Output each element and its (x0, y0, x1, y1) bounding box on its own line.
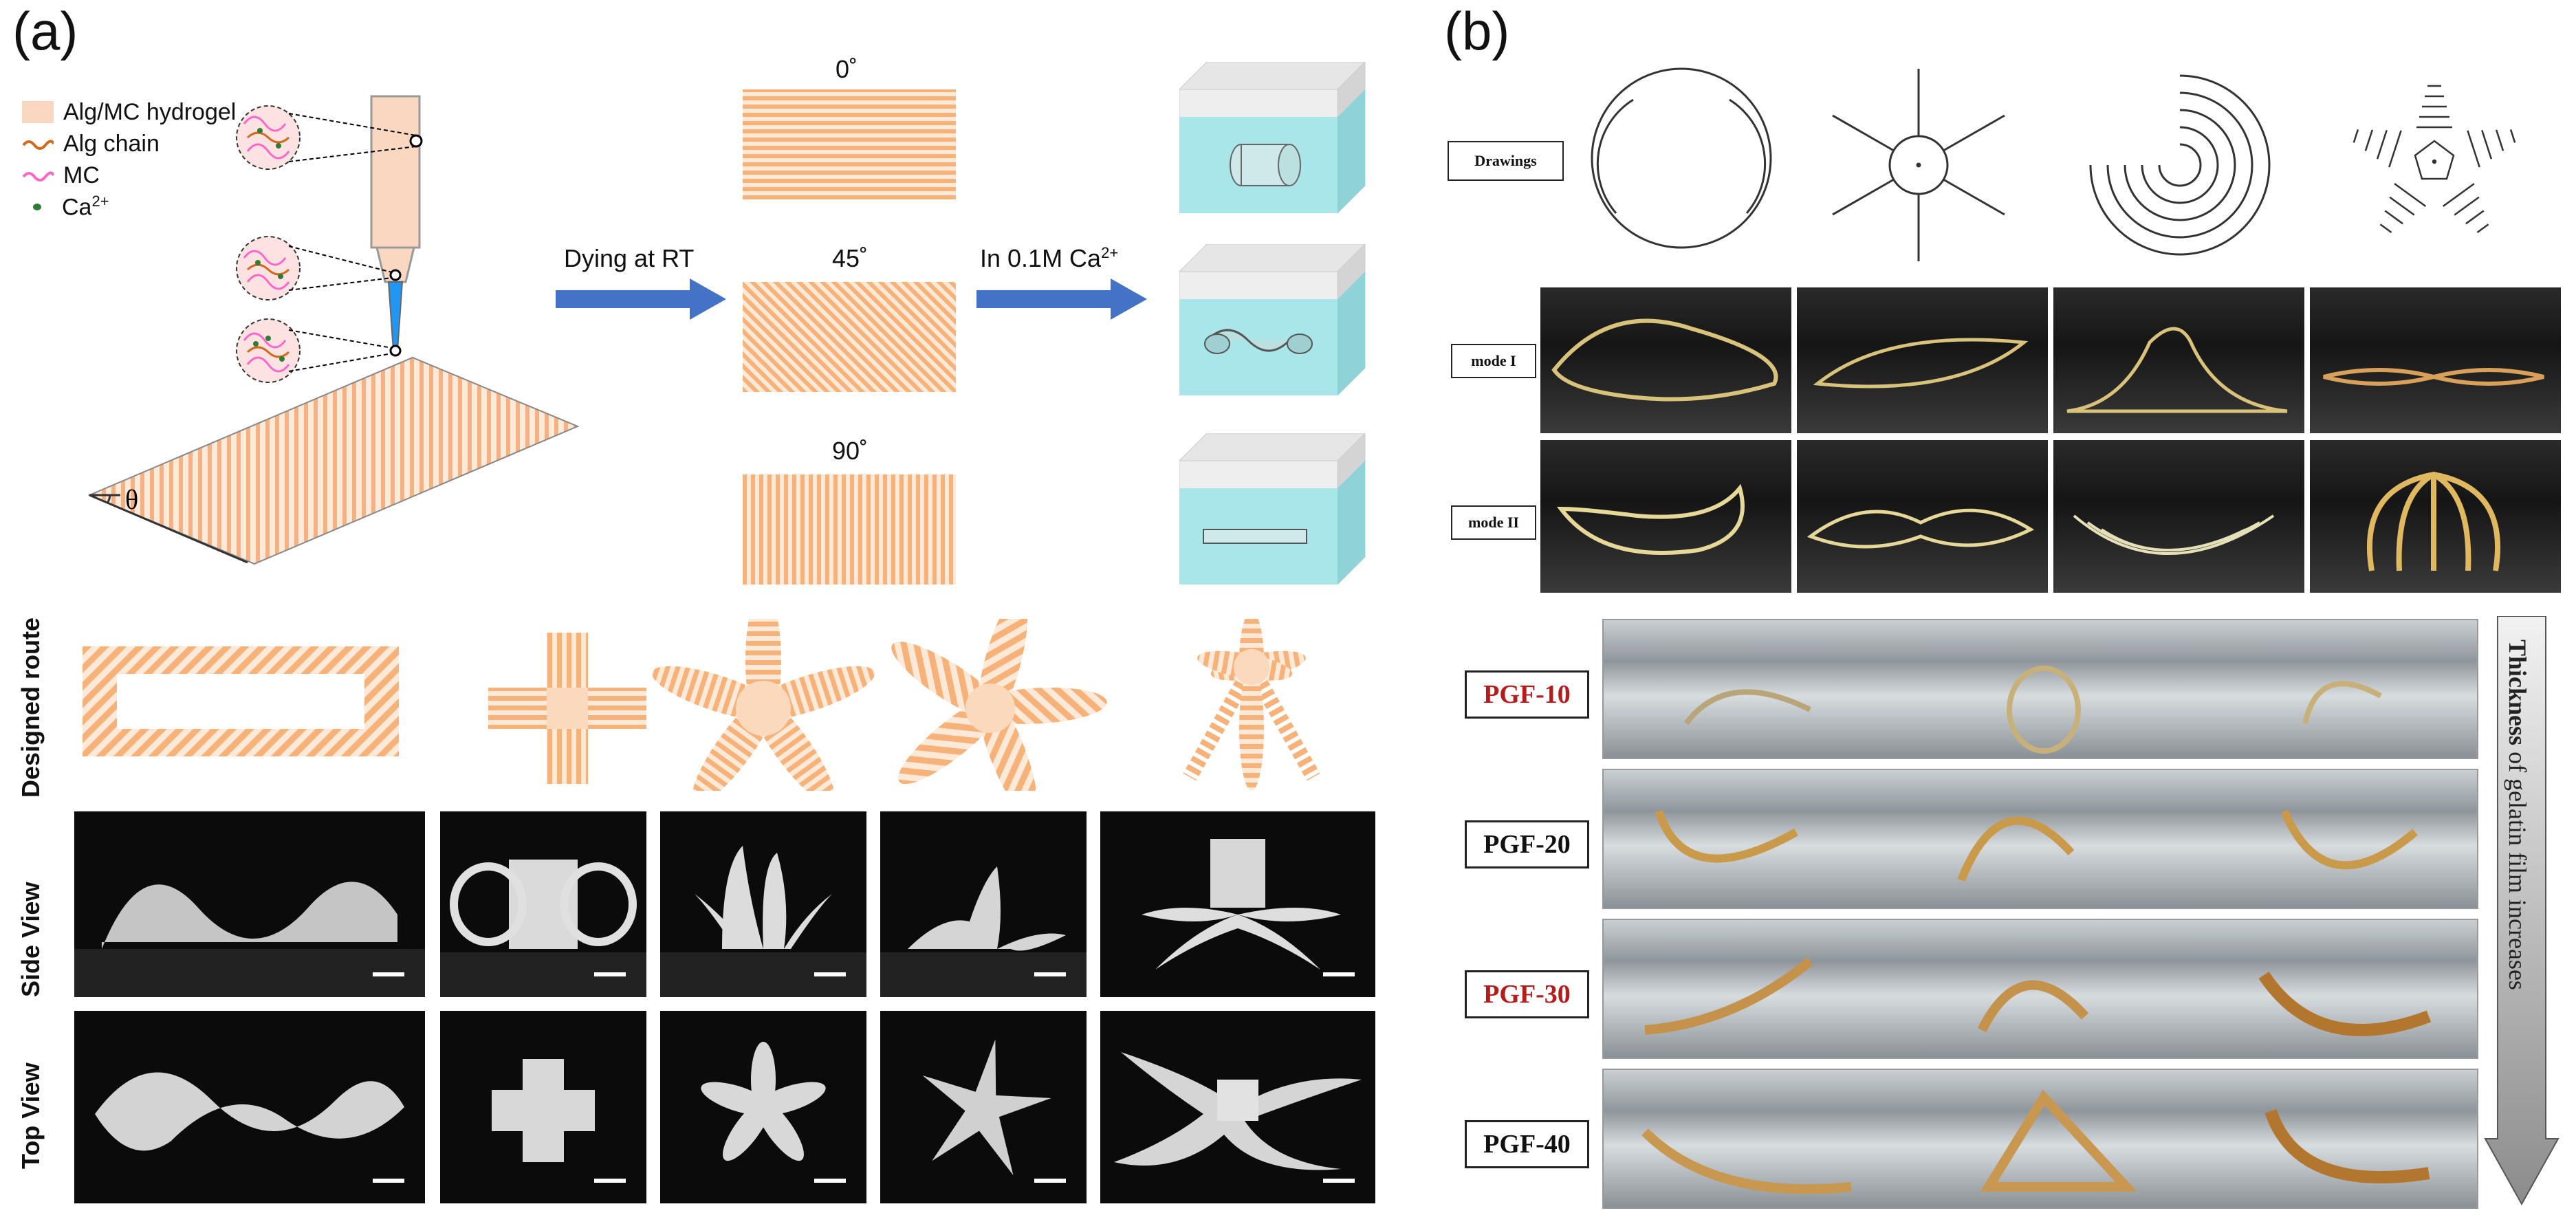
panel-a-label: (a) (12, 1, 78, 61)
stripes-90deg (743, 474, 956, 584)
cube-rolled-tube (1179, 62, 1366, 213)
drawing-concentric-arcs (2089, 74, 2271, 256)
printing-schematic: θ (87, 95, 580, 565)
arrow-drying (556, 278, 726, 320)
nozzle-barrel (370, 95, 421, 249)
drawings-label: Drawings (1448, 141, 1564, 181)
side-view-photo-star-2 (880, 811, 1087, 997)
legend-text: Alg/MC hydrogel (63, 98, 237, 125)
legend-item: MC (22, 160, 236, 191)
side-view-label: Side View (17, 882, 45, 997)
pgf-10-photo (1602, 619, 2478, 759)
scale-bar (373, 1179, 404, 1183)
legend: Alg/MC hydrogel Alg chain MC Ca2+ (22, 96, 236, 223)
mode-1-photo-star (2310, 287, 2561, 433)
angle-label-0: 0˚ (836, 55, 858, 83)
pgf-30-label: PGF-30 (1465, 970, 1589, 1018)
side-view-photo-rectangle (74, 811, 425, 997)
mode-2-photo-arcs (2053, 440, 2304, 593)
legend-text: Alg chain (63, 130, 160, 157)
route-star-2 (891, 619, 1107, 791)
pgf-20-label: PGF-20 (1465, 820, 1589, 868)
wavy-line-icon (22, 171, 54, 182)
arrow-drying-label: Dying at RT (564, 244, 695, 272)
mode-1-label: mode I (1451, 344, 1536, 378)
scale-bar (373, 972, 404, 976)
thickness-arrow (2484, 616, 2559, 1206)
mode-1-photo-arcs (2053, 287, 2304, 433)
scale-bar (1323, 1179, 1355, 1183)
cube-flat (1179, 433, 1366, 584)
side-view-photo-star-1 (660, 811, 866, 997)
dot-icon (33, 204, 41, 210)
top-view-label: Top View (17, 1062, 45, 1169)
arrow-calcium-label: In 0.1M Ca2+ (980, 244, 1119, 272)
mode-1-photo-circle (1540, 287, 1791, 433)
route-star-3 (1183, 619, 1320, 791)
theta-symbol: θ (125, 484, 138, 515)
top-view-photo-star-3 (1100, 1011, 1375, 1203)
drawing-double-circle (1591, 67, 1772, 249)
mode-2-photo-star (2310, 440, 2561, 593)
designed-routes (83, 619, 1320, 791)
designed-route-label: Designed route (17, 617, 45, 798)
scale-bar (594, 972, 626, 976)
legend-item: Ca2+ (22, 191, 236, 223)
stripes-0deg (743, 89, 956, 199)
route-rectangle (83, 646, 399, 756)
panel-b-label: (b) (1444, 1, 1510, 61)
scale-bar (594, 1179, 626, 1183)
pgf-40-photo (1602, 1069, 2478, 1209)
pgf-40-label: PGF-40 (1465, 1120, 1589, 1168)
drawing-hatched-star (2353, 85, 2516, 233)
legend-item: Alg chain (22, 128, 236, 160)
top-view-photo-star-2 (880, 1011, 1087, 1203)
zoom-circle (236, 318, 393, 383)
zoom-circle (236, 236, 393, 300)
cube-helix (1179, 244, 1366, 395)
scale-bar (1034, 972, 1066, 976)
side-view-photo-cross (440, 811, 646, 997)
thickness-label: Thickness of gelatin film increases (2504, 640, 2531, 990)
angle-label-45: 45˚ (832, 244, 869, 272)
legend-item: Alg/MC hydrogel (22, 96, 236, 128)
nozzle-needle (387, 281, 404, 351)
stripes-45deg (743, 282, 956, 392)
angle-label-90: 90˚ (832, 437, 869, 465)
zoom-circle (236, 105, 417, 170)
wavy-line-icon (22, 140, 54, 150)
drawing-sunburst (1832, 69, 2005, 261)
legend-text: MC (63, 162, 100, 188)
pgf-10-label: PGF-10 (1465, 670, 1589, 719)
mode-1-photo-sunburst (1797, 287, 2048, 433)
legend-text: Ca2+ (62, 193, 109, 221)
top-view-photo-rectangle (74, 1011, 425, 1203)
side-view-photo-star-3 (1100, 811, 1375, 997)
printed-sheet (87, 356, 580, 565)
hydrogel-swatch-icon (22, 101, 54, 123)
pgf-20-photo (1602, 769, 2478, 909)
scale-bar (1323, 972, 1355, 976)
top-view-photo-star-1 (660, 1011, 866, 1203)
arrow-calcium (976, 278, 1147, 320)
scale-bar (814, 1179, 846, 1183)
route-cross (488, 633, 646, 784)
pgf-30-photo (1602, 919, 2478, 1059)
scale-bar (814, 972, 846, 976)
mode-2-label: mode II (1451, 505, 1536, 540)
scale-bar (1034, 1179, 1066, 1183)
top-view-photo-cross (440, 1011, 646, 1203)
route-star-1 (651, 619, 875, 791)
mode-2-photo-circle (1540, 440, 1791, 593)
mode-2-photo-sunburst (1797, 440, 2048, 593)
drawings (1591, 67, 2516, 261)
